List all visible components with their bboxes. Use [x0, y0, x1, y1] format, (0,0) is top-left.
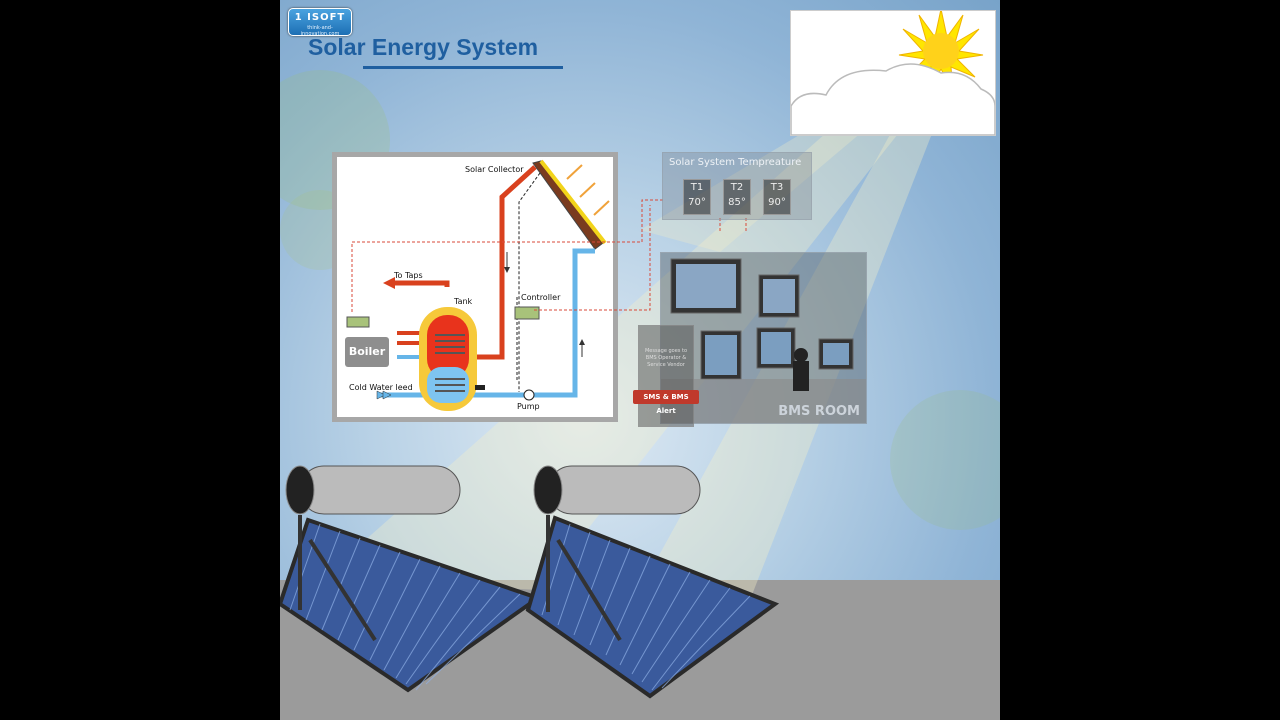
- tank-label: Tank: [454, 297, 473, 306]
- diagram-pipes: [346, 159, 610, 411]
- sensor-t3[interactable]: T3 90°: [763, 179, 791, 215]
- logo-text: 1 ISOFT: [294, 12, 346, 23]
- cold-water-label: Cold Water leed: [349, 383, 413, 392]
- pump-label: Pump: [517, 402, 540, 411]
- sensor-value: 70°: [688, 197, 706, 208]
- title-underline: [363, 66, 563, 69]
- signal-lines: [351, 199, 747, 312]
- sun-icon: [791, 11, 995, 135]
- solar-heater-right: [525, 465, 780, 699]
- sensor-value: 85°: [728, 197, 746, 208]
- controller-label: Controller: [521, 293, 561, 302]
- sensor-label: T3: [770, 182, 784, 193]
- bms-room-label: BMS ROOM: [778, 404, 860, 419]
- boiler-label: Boiler: [345, 337, 389, 367]
- sensor-t2[interactable]: T2 85°: [723, 179, 751, 215]
- logo-subtext: think-and-innovation.com: [300, 25, 340, 37]
- sensor-label: T2: [730, 182, 744, 193]
- sensor-label: T1: [690, 182, 704, 193]
- alert-panel: Message goes to BMS Operator & Service V…: [633, 325, 699, 427]
- temperature-title: Solar System Tempreature: [669, 157, 802, 168]
- sensor-value: 90°: [768, 197, 786, 208]
- temperature-panel: Solar System Tempreature T1 70° T2 85° T…: [662, 152, 812, 220]
- stage: 1 ISOFT think-and-innovation.com Solar E…: [280, 0, 1000, 720]
- sms-bms-alert-button[interactable]: SMS & BMS Alert: [633, 390, 699, 415]
- solar-collector-label: Solar Collector: [465, 165, 524, 174]
- company-logo[interactable]: 1 ISOFT think-and-innovation.com: [288, 8, 352, 37]
- solar-heater-left: [280, 465, 543, 693]
- system-diagram: Solar Collector To Taps Tank Controller …: [332, 152, 618, 422]
- sensor-t1[interactable]: T1 70°: [683, 179, 711, 215]
- page-title: Solar Energy System: [308, 34, 539, 60]
- sun-cloud-image: [790, 10, 996, 136]
- to-taps-label: To Taps: [394, 271, 423, 280]
- alert-message: Message goes to BMS Operator & Service V…: [644, 348, 688, 368]
